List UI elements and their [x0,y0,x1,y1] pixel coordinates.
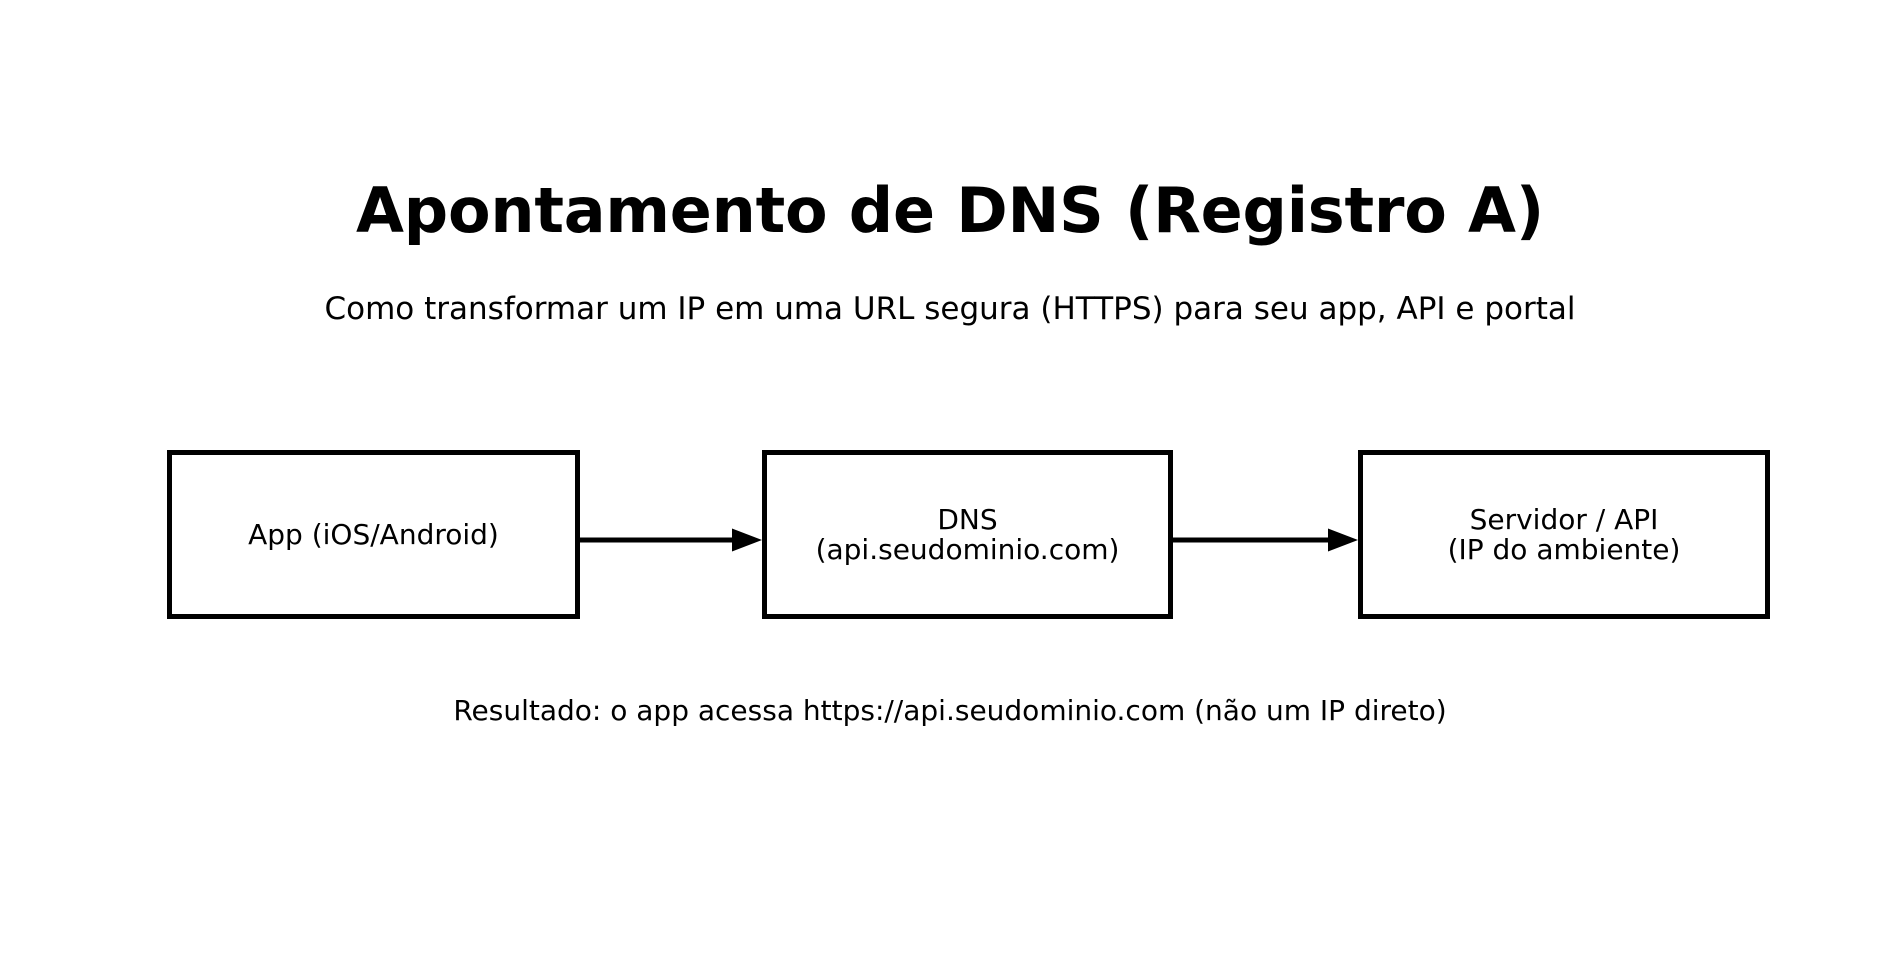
flow-node-server-line-1: Servidor / API [1469,503,1659,537]
flow-arrow-dns-to-server [1173,528,1358,552]
page-title: Apontamento de DNS (Registro A) [356,174,1544,247]
page-subtitle: Como transformar um IP em uma URL segura… [324,291,1576,327]
dns-flow-diagram: App (iOS/Android) DNS (api.seudominio.co… [0,450,1900,628]
flow-node-app-line-1: App (iOS/Android) [248,517,499,551]
flow-node-dns-line-1: DNS [937,503,998,537]
flow-node-server: Servidor / API (IP do ambiente) [1358,450,1770,619]
result-note: Resultado: o app acessa https://api.seud… [453,694,1447,727]
flow-node-app: App (iOS/Android) [167,450,580,619]
flow-node-server-line-2: (IP do ambiente) [1447,532,1681,566]
flow-arrow-app-to-dns [580,528,762,552]
flow-node-dns: DNS (api.seudominio.com) [762,450,1173,619]
flow-node-dns-line-2: (api.seudominio.com) [815,532,1120,566]
